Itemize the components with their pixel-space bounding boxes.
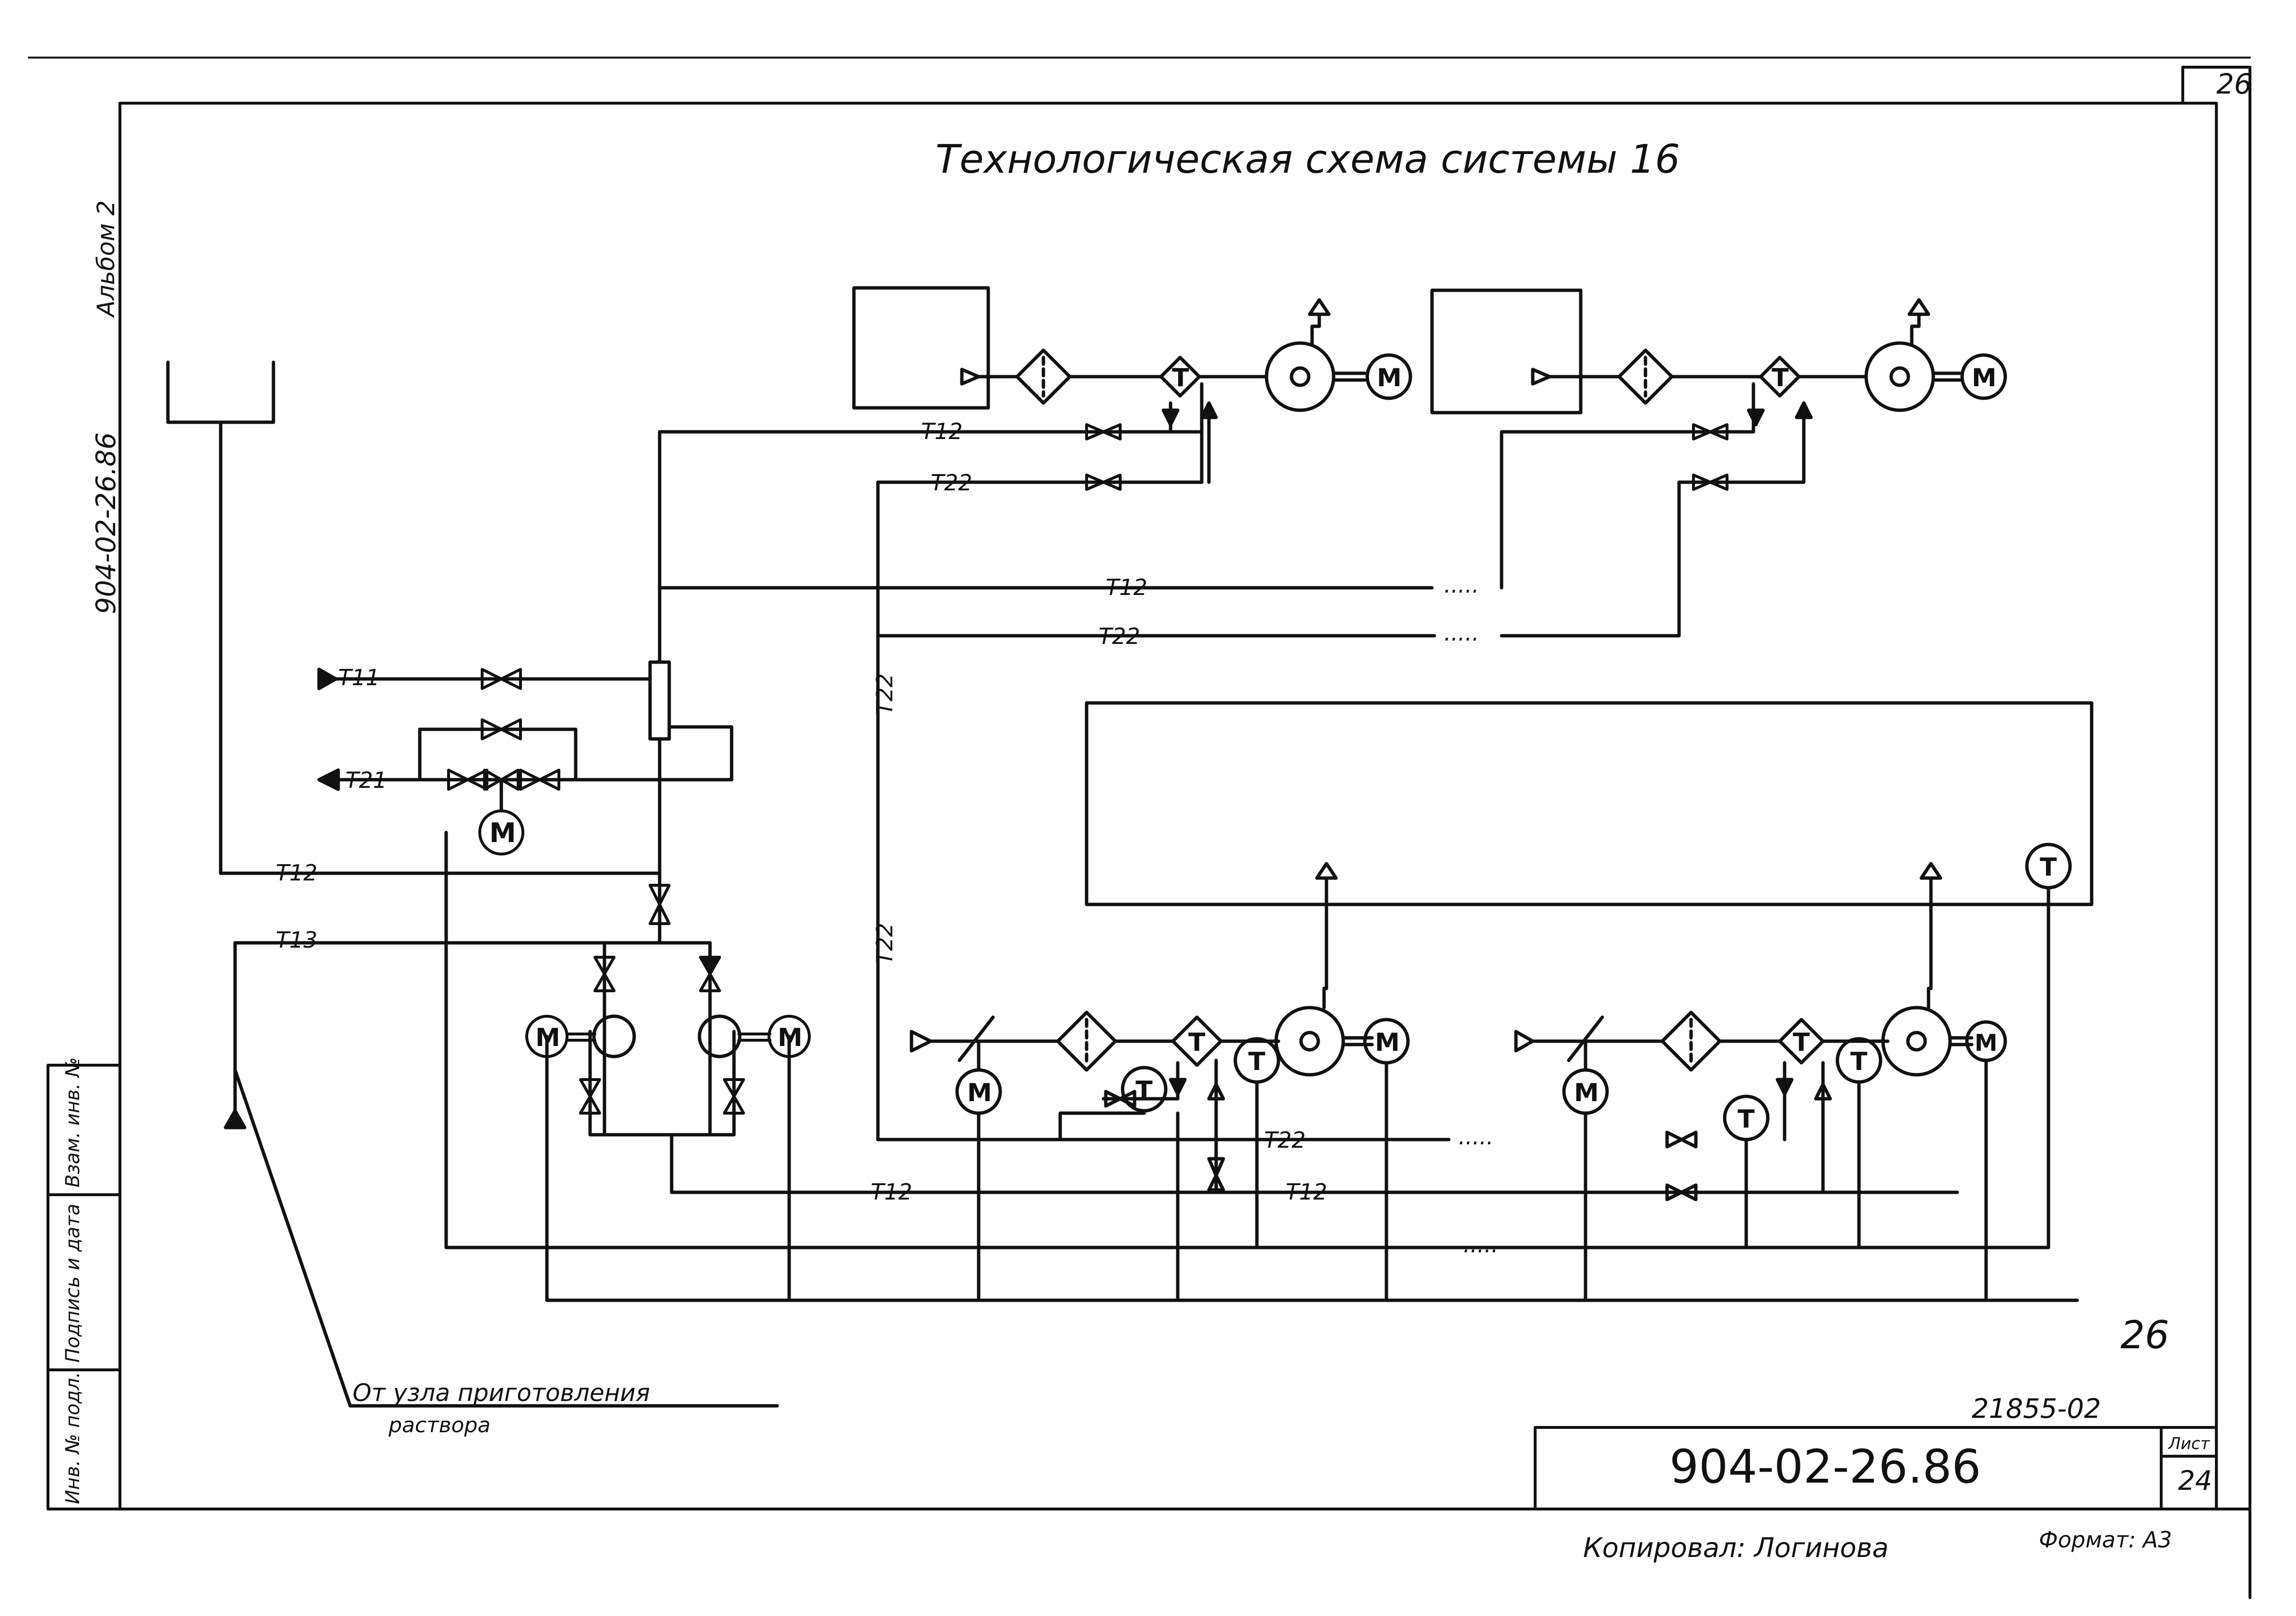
pump-right: М — [698, 1014, 811, 1058]
valve-t21-left[interactable] — [447, 769, 488, 791]
album-text: Альбом 2 — [92, 201, 120, 318]
side-project-code-text: 904-02-26.86 — [91, 432, 122, 614]
sheet-number: 24 — [2178, 1465, 2212, 1497]
title-block — [1534, 1426, 2218, 1510]
pipe-label-t21: Т21 — [345, 767, 387, 793]
corner-mark: 26 — [2120, 1313, 2169, 1357]
pump-left: М — [525, 1014, 636, 1058]
motor-symbol: М — [967, 1079, 992, 1107]
side-stamp-col-3: Взам. инв. № — [62, 1057, 84, 1188]
air-handling-unit-bottom-left — [910, 862, 1410, 1302]
inventory-code: 21855-02 — [1972, 1393, 2101, 1425]
pipe-label-t22-top: Т22 — [931, 470, 972, 496]
pipe-label-t13: Т13 — [276, 927, 318, 953]
temperature-symbol: Т — [1248, 1047, 1266, 1076]
solution-tank — [166, 360, 662, 875]
continuation-t12: ..... — [1444, 572, 1479, 598]
continuation-bottom-t22: ..... — [1458, 1124, 1493, 1150]
motor-symbol: М — [1377, 364, 1402, 392]
air-handling-unit-top-left — [852, 286, 1412, 484]
heat-exchanger-node — [317, 430, 2050, 1249]
album-label: Альбом 2 — [92, 201, 120, 318]
valve-t11[interactable] — [481, 668, 522, 690]
control-valve-t21[interactable] — [483, 769, 520, 791]
served-room — [1085, 701, 2094, 1249]
side-stamp-col-1: Инв. № подл. — [62, 1372, 84, 1504]
copied-by: Копировал: Логинова — [1583, 1533, 1889, 1564]
temperature-symbol: Т — [1738, 1105, 1755, 1134]
continuation-t22: ..... — [1444, 620, 1479, 646]
pipe-label-t12-return-right: Т12 — [1286, 1179, 1327, 1205]
pipe-label-t12-mid: Т12 — [1106, 574, 1148, 600]
pipe-label-t12-tank: Т12 — [276, 860, 318, 886]
air-handling-unit-bottom-right — [1514, 862, 2007, 1302]
pipe-label-t12-return-left: Т12 — [871, 1179, 912, 1205]
header-valves[interactable] — [1085, 423, 1728, 491]
pipe-label-t22-riser-2: Т22 — [872, 923, 898, 964]
valve-main-riser[interactable] — [649, 884, 671, 925]
motor-symbol: М — [778, 1023, 803, 1052]
valve-t21-right[interactable] — [519, 769, 560, 791]
air-handling-unit-top-right — [1430, 288, 2007, 427]
supply-headers — [658, 382, 1806, 1141]
motor-symbol: М — [1975, 1030, 1998, 1057]
temperature-symbol: Т — [1172, 364, 1189, 392]
side-stamp: Инв. № подл. Подпись и дата Взам. инв. № — [62, 1057, 84, 1504]
motor-symbol: М — [535, 1023, 560, 1052]
motor-symbol: М — [1972, 364, 1997, 392]
pump-station — [545, 941, 2079, 1302]
side-project-code: 904-02-26.86 — [91, 432, 122, 614]
pipe-label-t22-bottom: Т22 — [1264, 1127, 1306, 1153]
pipe-label-t11: Т11 — [338, 665, 380, 690]
pipe-label-t22-mid: Т22 — [1099, 623, 1140, 649]
motor-valve-actuator: М — [478, 809, 524, 856]
pipe-label-t12-top: Т12 — [921, 418, 963, 444]
valve-bypass[interactable] — [481, 718, 522, 740]
motor-symbol: М — [1574, 1079, 1599, 1107]
drawing-frame — [28, 57, 2251, 1599]
sheet-label: Лист — [2167, 1434, 2210, 1453]
temperature-symbol: Т — [1850, 1047, 1868, 1076]
source-note-line-1: От узла приготовления — [353, 1379, 650, 1407]
continuation-bottom-loop: ..... — [1463, 1232, 1498, 1258]
diagram-title: Технологическая схема системы 16 — [935, 137, 1680, 182]
t13-line — [224, 941, 779, 1408]
format-label: Формат: А3 — [2039, 1527, 2172, 1553]
temperature-symbol: Т — [1136, 1076, 1153, 1105]
motor-symbol: М — [489, 818, 516, 849]
source-note-line-2: раствора — [388, 1413, 490, 1438]
pipe-label-t22-riser-1: Т22 — [872, 673, 898, 715]
stamp-code: 904-02-26.86 — [1669, 1440, 1981, 1494]
temperature-symbol: Т — [2040, 853, 2057, 882]
temperature-symbol: Т — [1188, 1028, 1206, 1057]
temperature-symbol: Т — [1772, 364, 1789, 392]
temperature-symbol: Т — [1793, 1028, 1810, 1057]
page-number: 26 — [2216, 68, 2252, 100]
side-stamp-col-2: Подпись и дата — [62, 1204, 84, 1363]
motor-symbol: М — [1375, 1028, 1400, 1057]
pump-valves[interactable] — [579, 956, 745, 1115]
